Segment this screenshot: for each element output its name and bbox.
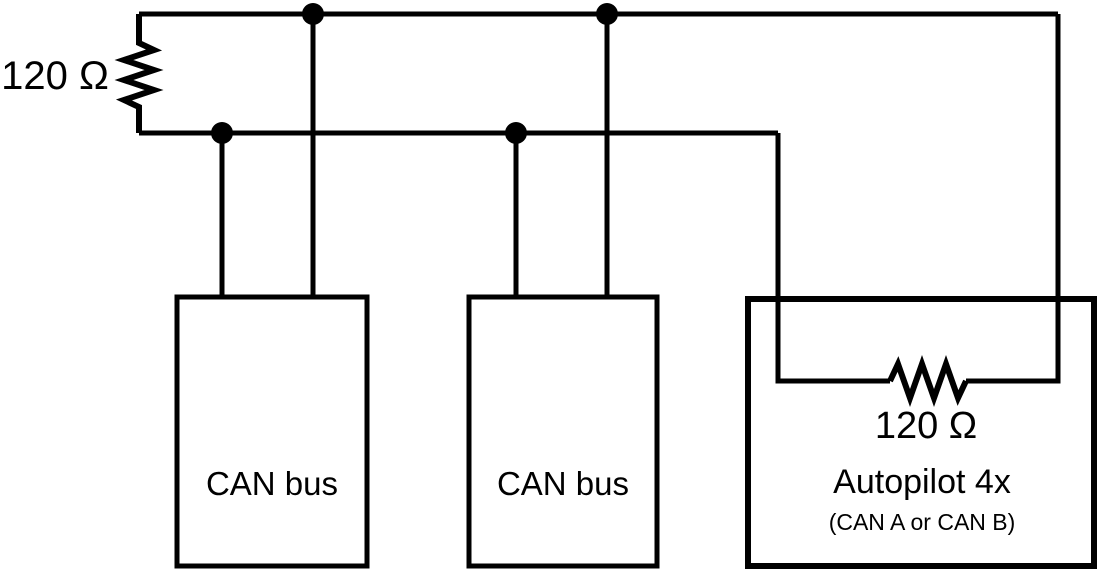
can-device-2-label-line1: CAN bus [496,465,630,502]
junction-dot-bottom-bus-1 [211,122,233,144]
termination-resistor-left-label: 120 Ω [1,54,109,98]
junction-dot-bottom-bus-2 [505,122,527,144]
autopilot-wire-bottom-bus [775,133,890,384]
termination-resistor-left-symbol [114,14,164,133]
autopilot-box [745,296,1097,569]
can-device-1-label-line1: CAN bus [205,465,339,502]
can-device-1-label: CAN bus device [177,374,367,577]
junction-dot-top-bus-2 [596,3,618,25]
autopilot-title: Autopilot 4x [833,463,1011,501]
termination-resistor-autopilot-symbol [887,354,969,408]
junction-dot-top-bus-1 [302,3,324,25]
can-device-box-2 [466,294,660,569]
can-device-box-1 [174,294,370,569]
can-device-2-label: CAN bus device [469,374,657,577]
termination-resistor-autopilot-label: 120 Ω [874,405,978,447]
autopilot-subtitle: (CAN A or CAN B) [828,509,1016,535]
autopilot-wire-top-bus [966,14,1061,384]
